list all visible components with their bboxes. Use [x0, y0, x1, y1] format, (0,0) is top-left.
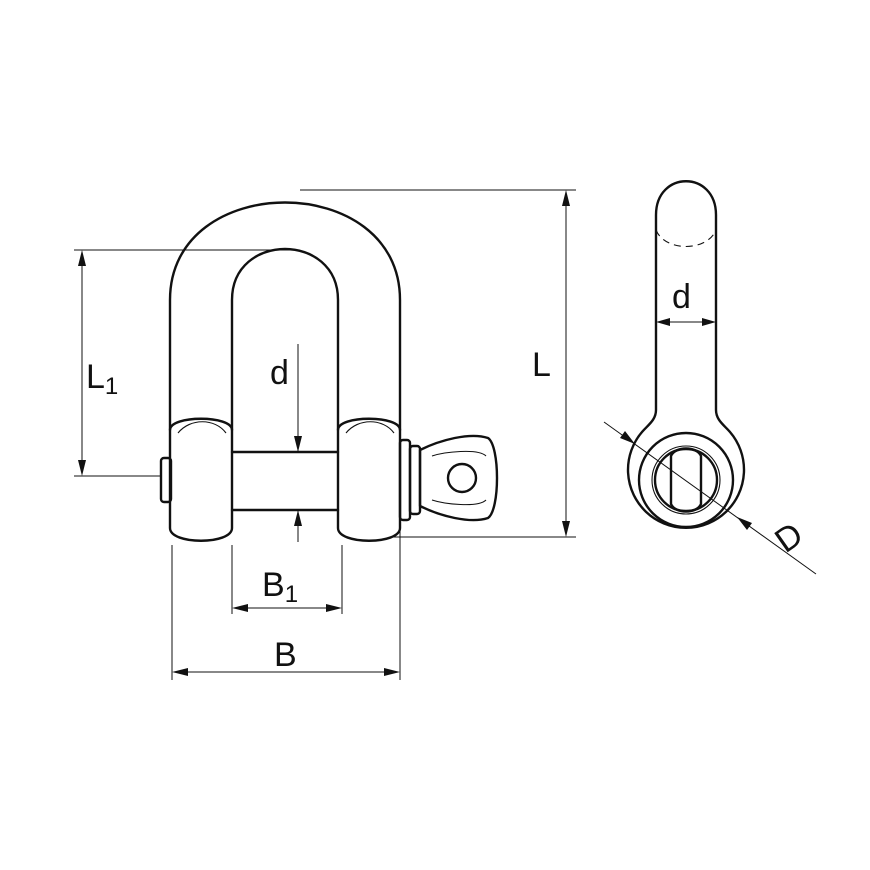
label-l: L — [532, 346, 551, 384]
l-arrow-top — [562, 190, 570, 206]
side-eye-ring — [637, 431, 735, 529]
b-arrow-right — [384, 668, 400, 676]
label-d-diameter: D — [768, 515, 810, 560]
dimension-lines — [74, 189, 817, 680]
b1-arrow-left — [232, 604, 248, 612]
l1-arrow-bottom — [78, 460, 86, 476]
label-d-front: d — [270, 354, 289, 392]
d-diameter-arrow-2 — [737, 517, 752, 530]
d-front-arrow-bottom — [294, 510, 302, 526]
side-body-outline — [626, 180, 746, 529]
side-hidden-line — [655, 229, 717, 248]
label-b: B — [274, 636, 297, 674]
side-pin-slot — [669, 447, 703, 513]
pin-end-left — [159, 456, 173, 504]
left-eye-boss — [168, 417, 234, 542]
d-diameter-arrow-1 — [620, 431, 635, 444]
pin-shank — [230, 450, 340, 512]
l-arrow-bottom — [562, 521, 570, 537]
right-boss-highlight — [345, 421, 395, 434]
side-pin-ring — [651, 445, 721, 515]
side-pin-section — [653, 447, 719, 513]
d-diameter-line — [603, 421, 817, 575]
pin-head-hole — [446, 462, 478, 494]
d-front-arrow-top — [294, 436, 302, 452]
pin-head-detail — [431, 450, 487, 506]
shackle-bow-outer — [168, 201, 402, 432]
d-side-arrow-left — [656, 318, 670, 326]
pin-collar — [398, 438, 412, 522]
b-arrow-left — [172, 668, 188, 676]
b1-arrow-right — [326, 604, 342, 612]
d-side-arrow-right — [702, 318, 716, 326]
shackle-front-view — [159, 201, 499, 542]
pin-collar-step — [408, 444, 422, 516]
pin-head — [418, 434, 499, 522]
right-eye-boss — [336, 417, 402, 542]
shackle-bow-inner — [230, 247, 340, 432]
label-b1: B1 — [262, 566, 298, 608]
label-d-side: d — [672, 278, 691, 316]
label-l1: L1 — [86, 358, 118, 400]
shackle-side-view — [626, 180, 746, 529]
left-boss-highlight — [177, 421, 227, 434]
l1-arrow-top — [78, 250, 86, 266]
